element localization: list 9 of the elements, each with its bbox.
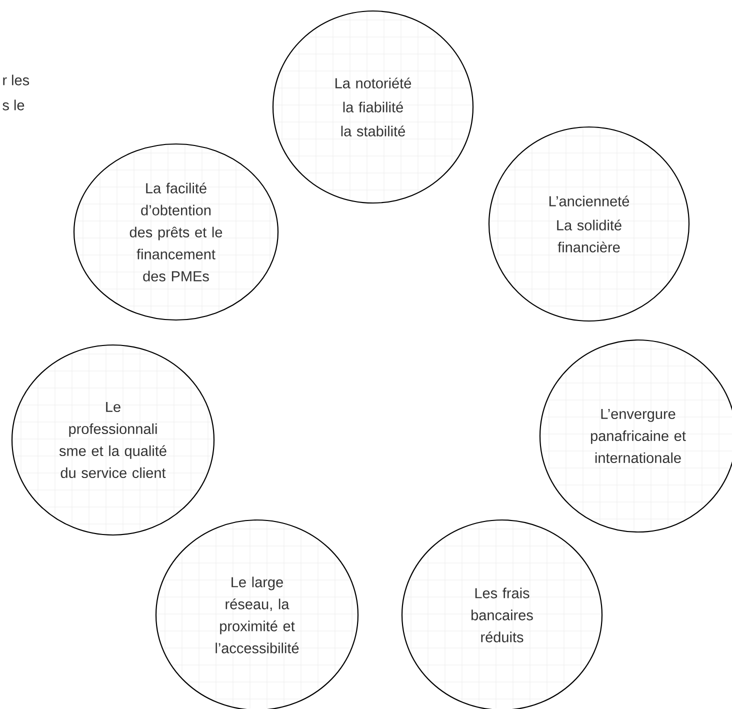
circle-node: Le professionnali sme et la qualité du service client xyxy=(11,344,215,536)
note-text: s le xyxy=(2,100,24,110)
circle-node: La notoriété la fiabilité la stabilité xyxy=(272,10,474,204)
circle-node: L’envergure panafricaine et internationale xyxy=(539,339,732,533)
circle-node: Les frais bancaires réduits xyxy=(401,519,603,709)
circle-node: L’ancienneté La solidité financière xyxy=(488,126,690,322)
circle-node: Le large réseau, la proximité et l’accessibilité xyxy=(155,519,359,709)
circle-node: La facilité d’obtention des prêts et le financement des PMEs xyxy=(73,143,279,321)
note-text: r les xyxy=(3,74,30,86)
